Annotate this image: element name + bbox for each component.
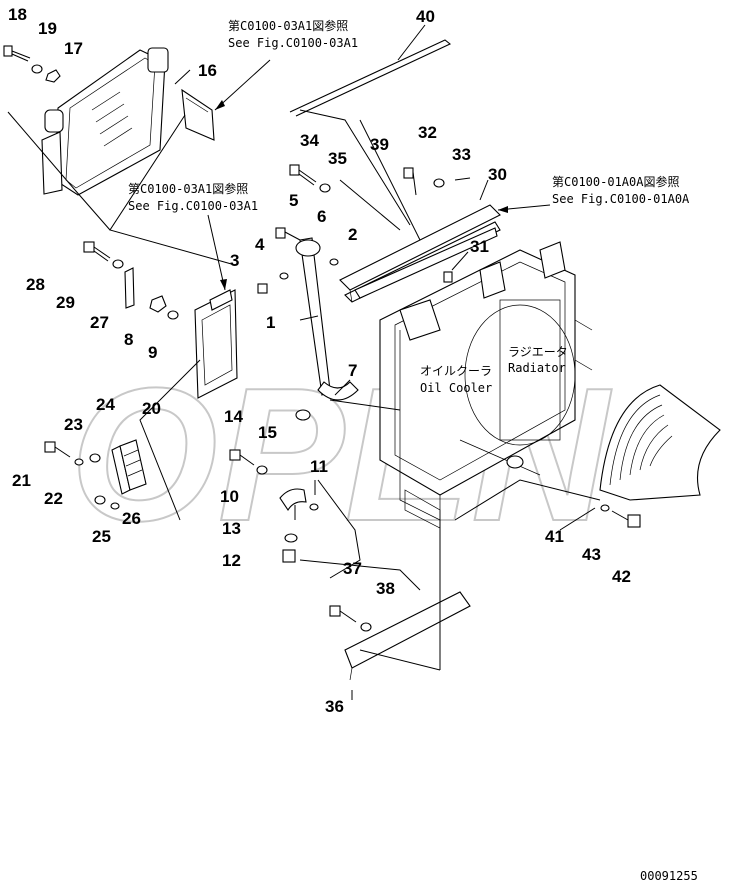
callout-9: 9 bbox=[148, 343, 157, 362]
component-labels: ラジエータ Radiator オイルクーラ Oil Cooler bbox=[420, 345, 568, 395]
elbow-10-drawing bbox=[229, 449, 319, 563]
callout-leaders bbox=[174, 69, 596, 700]
callout-14: 14 bbox=[224, 407, 243, 426]
callout-7: 7 bbox=[348, 361, 357, 380]
bolt-32-drawing bbox=[403, 167, 453, 283]
small-cooler-20-drawing bbox=[44, 439, 147, 510]
callout-16: 16 bbox=[198, 61, 217, 80]
ref-c-arrow bbox=[498, 206, 508, 213]
bolt-28-drawing bbox=[83, 241, 124, 269]
figure-references: 第C0100-03A1図参照 See Fig.C0100-03A1 第C0100… bbox=[128, 18, 690, 213]
callout-31: 31 bbox=[470, 237, 489, 256]
callout-38: 38 bbox=[376, 579, 395, 598]
assembly-lines bbox=[7, 109, 601, 671]
callout-22: 22 bbox=[44, 489, 63, 508]
cover-36-drawing bbox=[329, 591, 471, 681]
callout-18: 18 bbox=[8, 5, 27, 24]
callout-26: 26 bbox=[122, 509, 141, 528]
callout-34: 34 bbox=[300, 131, 319, 150]
top-rail-30-drawing bbox=[339, 204, 501, 303]
callout-8: 8 bbox=[124, 330, 133, 349]
oil-cooler-top-drawing bbox=[41, 47, 215, 196]
callout-19: 19 bbox=[38, 19, 57, 38]
callout-37: 37 bbox=[343, 559, 362, 578]
callout-35: 35 bbox=[328, 149, 347, 168]
bolt-34-drawing bbox=[289, 164, 331, 193]
bolt-5-drawing bbox=[257, 227, 339, 294]
label-radiator-en: Radiator bbox=[508, 361, 566, 375]
callout-numbers: 18 19 17 16 40 34 35 39 32 33 30 6 2 5 4… bbox=[8, 5, 631, 716]
callout-24: 24 bbox=[96, 395, 115, 414]
callout-21: 21 bbox=[12, 471, 31, 490]
callout-10: 10 bbox=[220, 487, 239, 506]
callout-1: 1 bbox=[266, 313, 275, 332]
callout-32: 32 bbox=[418, 123, 437, 142]
ref-c-jp: 第C0100-01A0A図参照 bbox=[552, 174, 679, 189]
callout-3: 3 bbox=[230, 251, 239, 270]
drawing-number: 00091255 bbox=[640, 869, 698, 883]
callout-41: 41 bbox=[545, 527, 564, 546]
ref-a-arrow bbox=[215, 100, 225, 110]
callout-33: 33 bbox=[452, 145, 471, 164]
callout-2: 2 bbox=[348, 225, 357, 244]
ref-c-en: See Fig.C0100-01A0A bbox=[552, 192, 690, 206]
callout-13: 13 bbox=[222, 519, 241, 538]
bolt-18-drawing bbox=[3, 45, 61, 83]
callout-12: 12 bbox=[222, 551, 241, 570]
plate-assembly-drawing bbox=[194, 289, 238, 399]
callout-27: 27 bbox=[90, 313, 109, 332]
ref-b-arrow bbox=[220, 279, 227, 290]
radiator-frame-drawing bbox=[379, 241, 593, 529]
callout-23: 23 bbox=[64, 415, 83, 434]
label-radiator-jp: ラジエータ bbox=[508, 345, 568, 359]
ref-b-leader bbox=[207, 214, 226, 291]
callout-20: 20 bbox=[142, 399, 161, 418]
ref-a-en: See Fig.C0100-03A1 bbox=[228, 36, 358, 50]
ref-b-en: See Fig.C0100-03A1 bbox=[128, 199, 258, 213]
callout-43: 43 bbox=[582, 545, 601, 564]
callout-4: 4 bbox=[255, 235, 265, 254]
rod-40-drawing bbox=[289, 24, 452, 117]
label-oilcooler-en: Oil Cooler bbox=[420, 381, 492, 395]
callout-15: 15 bbox=[258, 423, 277, 442]
callout-6: 6 bbox=[317, 207, 326, 226]
ref-b-jp: 第C0100-03A1図参照 bbox=[128, 181, 248, 196]
callout-36: 36 bbox=[325, 697, 344, 716]
bracket-27-drawing bbox=[124, 267, 135, 309]
callout-29: 29 bbox=[56, 293, 75, 312]
callout-42: 42 bbox=[612, 567, 631, 586]
callout-5: 5 bbox=[289, 191, 298, 210]
callout-40: 40 bbox=[416, 7, 435, 26]
nut-8-drawing bbox=[149, 295, 179, 320]
label-oilcooler-jp: オイルクーラ bbox=[420, 364, 492, 378]
callout-39: 39 bbox=[370, 135, 389, 154]
callout-30: 30 bbox=[488, 165, 507, 184]
callout-25: 25 bbox=[92, 527, 111, 546]
callout-11: 11 bbox=[310, 457, 328, 476]
ref-a-jp: 第C0100-03A1図参照 bbox=[228, 18, 348, 33]
callout-17: 17 bbox=[64, 39, 83, 58]
fan-guard-drawing bbox=[599, 384, 721, 528]
ref-a-leader bbox=[214, 59, 271, 111]
callout-28: 28 bbox=[26, 275, 45, 294]
